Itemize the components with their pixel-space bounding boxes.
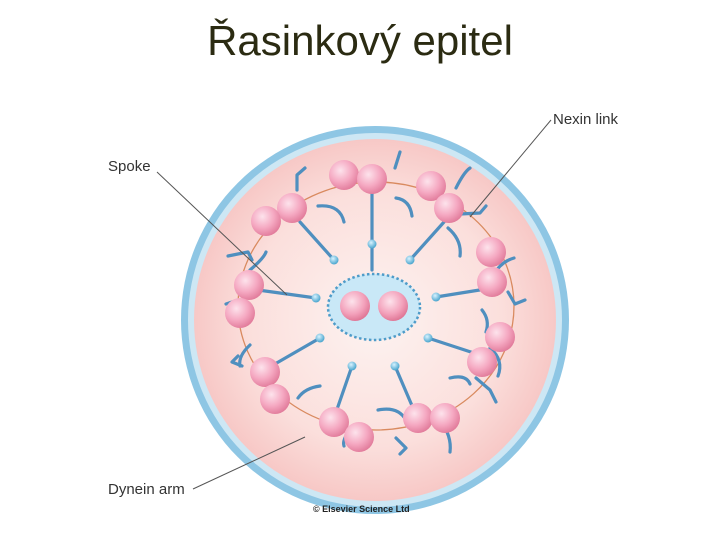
dynein-arms <box>224 150 527 456</box>
label-nexin-link: Nexin link <box>553 111 619 128</box>
central-pair <box>326 272 422 342</box>
slide-title: Řasinkový epitel <box>207 17 513 64</box>
spoke-heads <box>311 239 441 371</box>
leader-lines <box>156 119 552 490</box>
outer-doublets <box>225 160 515 452</box>
label-spoke: Spoke <box>108 158 151 175</box>
label-dynein-arm: Dynein arm <box>108 481 185 498</box>
copyright-credit: © Elsevier Science Ltd <box>313 504 410 514</box>
